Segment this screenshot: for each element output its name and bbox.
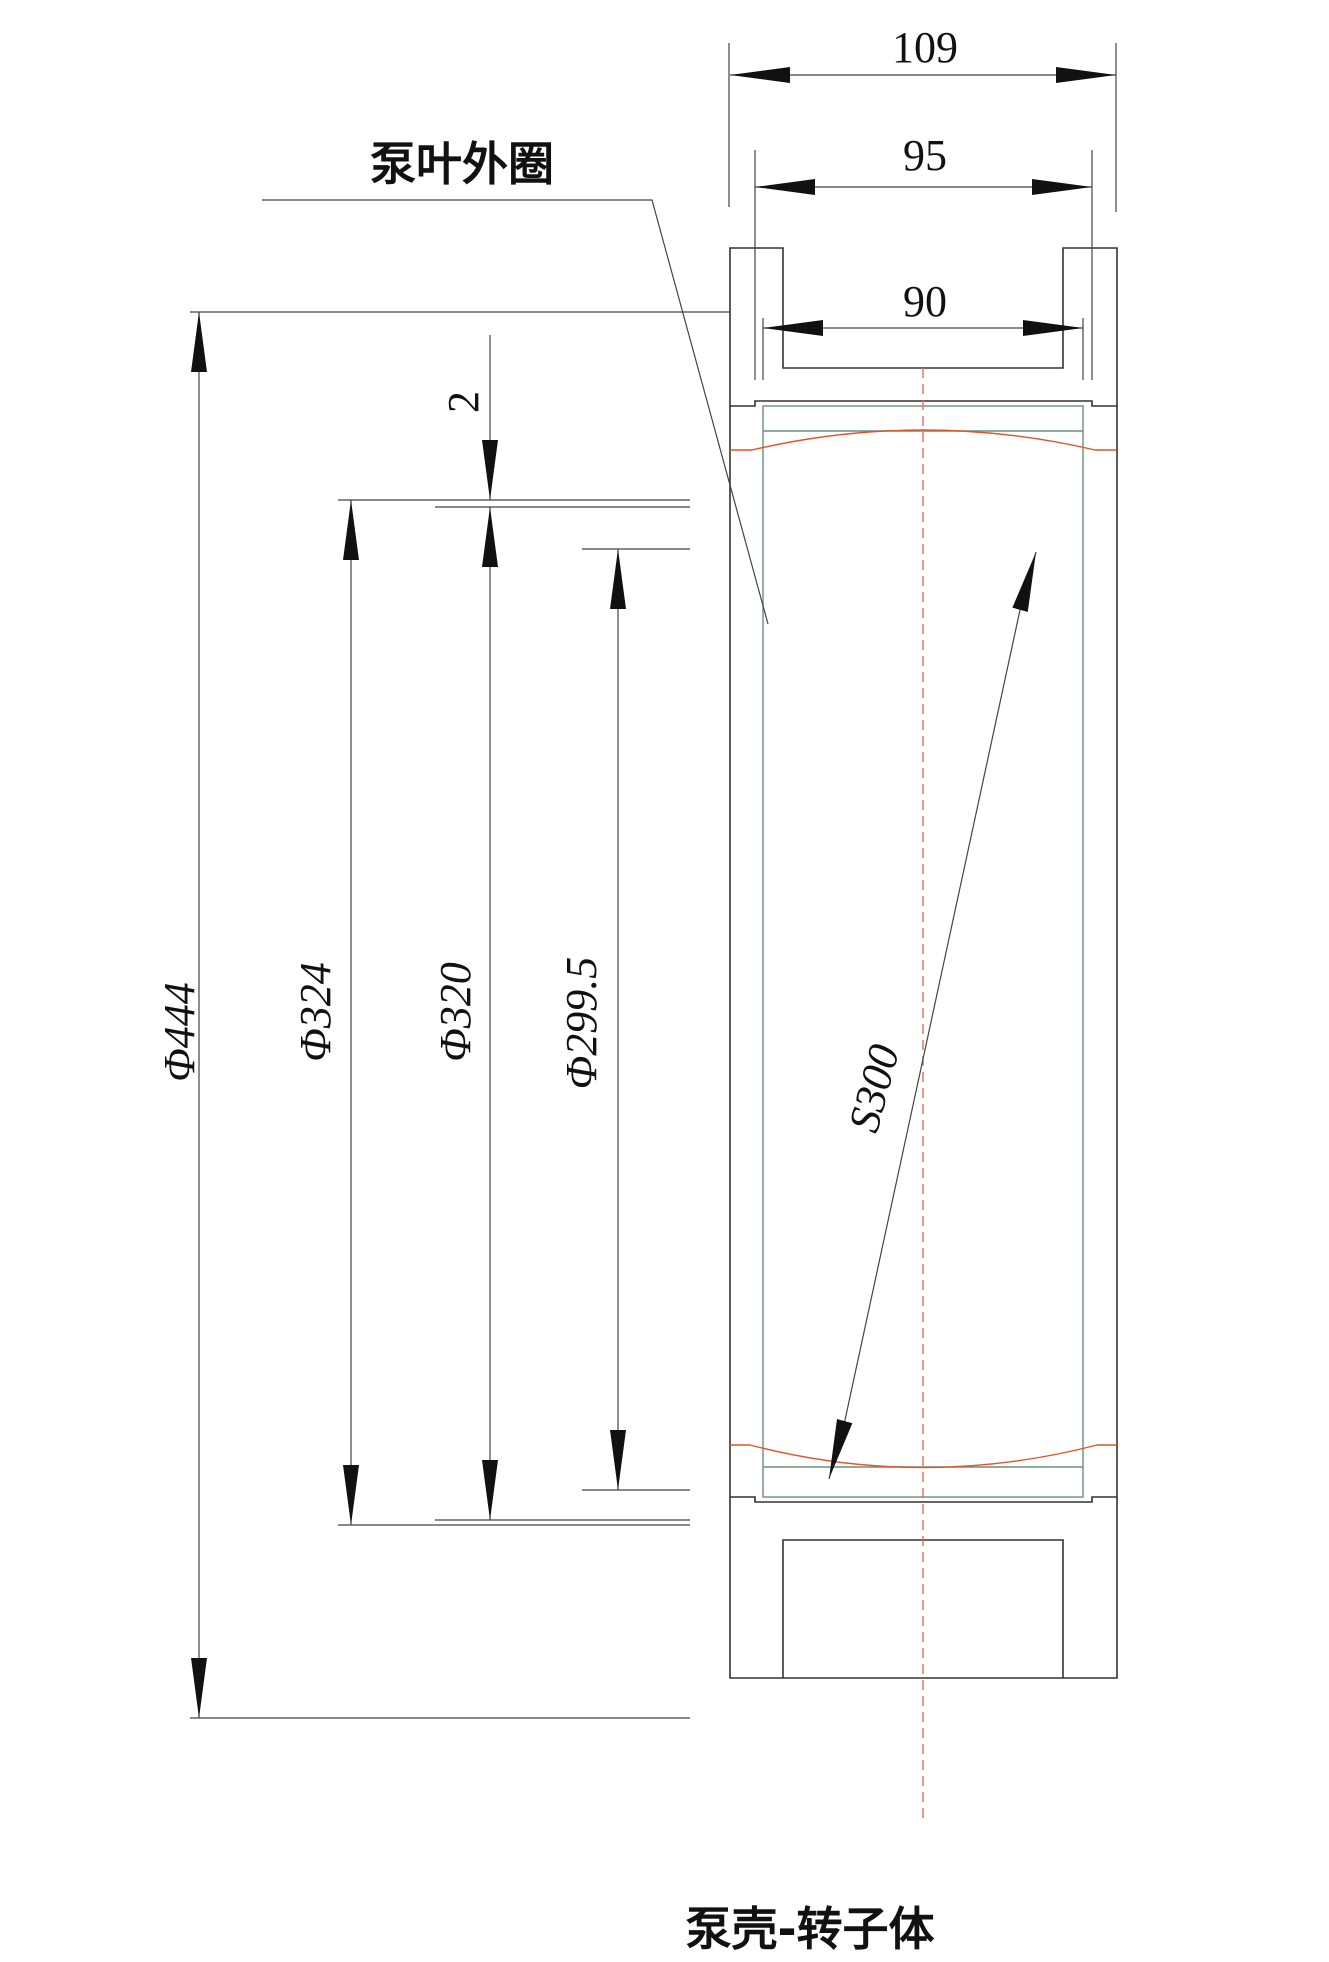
dimension-444: Φ444	[155, 311, 730, 1719]
dimension-2-label: 2	[439, 391, 488, 413]
dimension-95: 95	[754, 131, 1093, 380]
dimension-95-label: 95	[903, 131, 947, 180]
impeller-outer-ring-callout: 泵叶外圈	[262, 137, 769, 625]
dimension-s300-label: S300	[839, 1039, 909, 1137]
drawing-title: 泵壳-转子体	[685, 1902, 934, 1956]
dimension-324: Φ324	[291, 499, 690, 1526]
dimension-s300: S300	[828, 551, 1037, 1480]
dimension-109-label: 109	[892, 23, 958, 72]
dimension-90: 90	[762, 277, 1084, 380]
impeller-profile	[730, 429, 1117, 1469]
dimension-2: 2	[439, 335, 498, 500]
dimension-324-label: Φ324	[291, 962, 340, 1062]
dimension-109: 109	[728, 23, 1117, 212]
dimension-320-label: Φ320	[431, 962, 480, 1062]
impeller-outer-ring-label: 泵叶外圈	[370, 137, 554, 191]
dimension-299-5: Φ299.5	[557, 548, 690, 1491]
dimension-320: Φ320	[431, 506, 690, 1521]
dimension-444-label: Φ444	[155, 982, 204, 1082]
dimension-299-5-label: Φ299.5	[557, 957, 606, 1090]
housing-outline	[729, 247, 1118, 1679]
dimension-90-label: 90	[903, 277, 947, 326]
